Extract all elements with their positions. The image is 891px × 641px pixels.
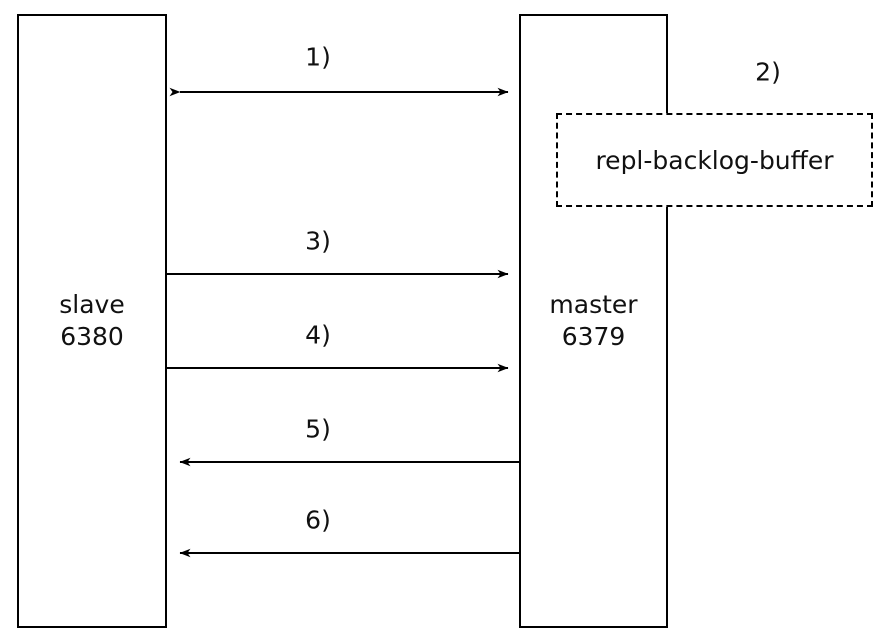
- step-label-2: 2): [755, 57, 781, 87]
- step-label-1: 1): [305, 42, 331, 72]
- step-label-5: 5): [305, 414, 331, 444]
- node-master-role-label: master: [549, 290, 638, 319]
- node-slave-role-label: slave: [59, 290, 125, 319]
- step-label-3: 3): [305, 226, 331, 256]
- node-master[interactable]: master 6379: [519, 14, 668, 628]
- step-label-4: 4): [305, 320, 331, 350]
- step-label-6: 6): [305, 505, 331, 535]
- repl-backlog-buffer-box[interactable]: repl-backlog-buffer: [556, 113, 873, 207]
- node-master-port-label: 6379: [561, 322, 626, 351]
- repl-backlog-buffer-label: repl-backlog-buffer: [595, 145, 834, 175]
- node-slave-port-label: 6380: [60, 322, 124, 351]
- node-slave[interactable]: slave 6380: [17, 14, 167, 628]
